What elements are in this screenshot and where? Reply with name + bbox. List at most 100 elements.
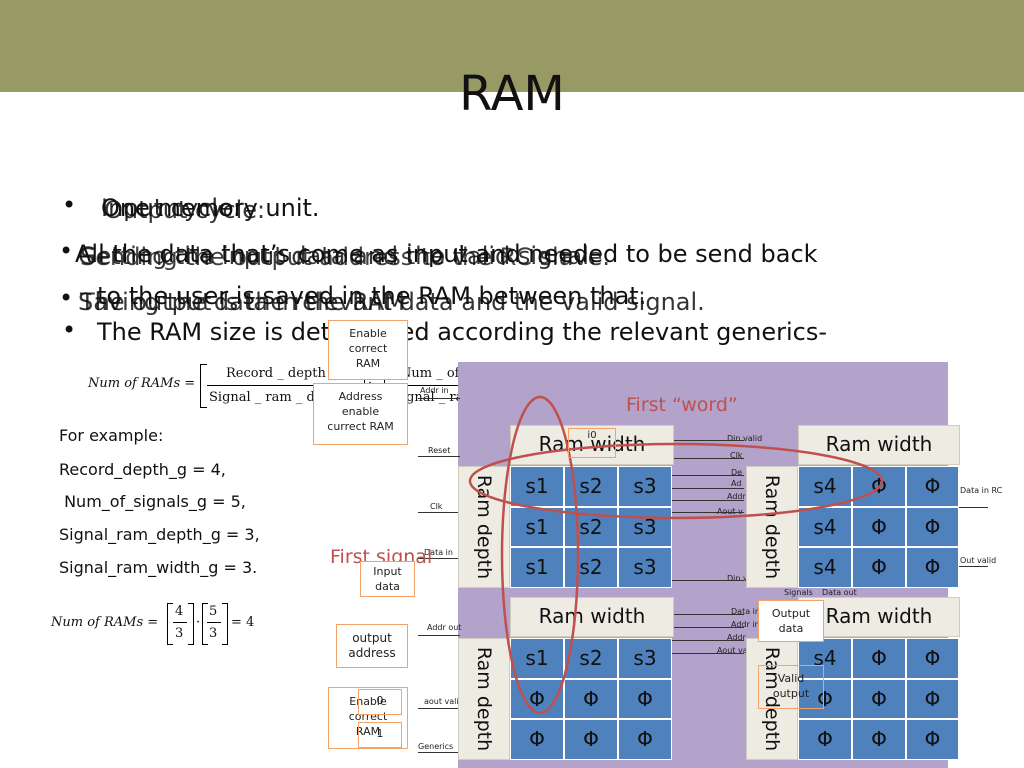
- callout-valid-output: Valid output: [758, 665, 824, 709]
- callout-output-data: Output data: [758, 600, 824, 642]
- bullet-text-output-relevant: The output is the relevant data and the …: [80, 288, 705, 316]
- bullet-text-saved-in-ram: to the user is saved in the RAM between …: [97, 282, 647, 310]
- signal-addr-mid2-label: Addr: [727, 633, 746, 642]
- callout-enable-currect-ram-text: enable currect RAM: [327, 405, 394, 433]
- wire-generics: [418, 752, 460, 753]
- ram2-cell-r0c2: Φ: [906, 466, 959, 507]
- callout-output-data-text: Output data: [771, 607, 811, 635]
- ram4-cell-r2c1: Φ: [852, 719, 906, 760]
- wire-addr-in: [418, 398, 460, 399]
- slide-title: RAM: [459, 66, 565, 122]
- ram3-cell-r2c2: Φ: [618, 719, 672, 760]
- formula1-num1: Record _ depth _ g: [226, 366, 349, 381]
- wire-out-valid: [948, 566, 988, 567]
- formula1-fraction-bar-1: [207, 385, 357, 386]
- signal-addr-in-mid-label: Addr in: [731, 620, 760, 629]
- formula2-ceil-right-2: [222, 603, 228, 645]
- formula2-ceil-left-1: [167, 603, 173, 645]
- bullet-text-memory-unit: One memory unit.: [101, 194, 320, 222]
- bullet-dot-3: •: [59, 284, 74, 312]
- formula1-ceil-left-1: [200, 364, 207, 408]
- bullet-dot-4: •: [62, 316, 77, 344]
- formula2-den1: 3: [175, 626, 184, 641]
- callout-small-i0-text: i0: [587, 430, 597, 441]
- callout-small-1-box: 1: [358, 722, 402, 748]
- ram4-cell-r0c0: s4: [798, 638, 852, 679]
- callout-small-i0-box: i0: [568, 428, 616, 458]
- signal-generics-label: Generics: [418, 742, 454, 751]
- ram3-cell-r2c1: Φ: [564, 719, 618, 760]
- signal-signals-label: Signals: [784, 588, 813, 597]
- callout-small-1-text: 1: [376, 727, 384, 740]
- wire-data-rc: [948, 507, 988, 508]
- bus-line-6: [672, 512, 744, 513]
- example-line-2: Num_of_signals_g = 5,: [59, 492, 246, 511]
- bus-line-5: [672, 500, 744, 501]
- callout-input-data: Input data: [360, 561, 415, 597]
- signal-data-in-rc-label: Data in RC: [960, 486, 1003, 495]
- bus-line-1: [672, 440, 744, 441]
- ram1-cell-r2c2: s3: [618, 547, 672, 588]
- wire-reset: [418, 456, 460, 457]
- signal-out-valid-label: Out valid: [960, 556, 997, 565]
- callout-address-text: Address: [338, 390, 383, 403]
- signal-aout-v-label: Aout v: [717, 507, 743, 516]
- ram1-cell-r2c1: s2: [564, 547, 618, 588]
- signal-din-v-label: Din v: [727, 574, 748, 583]
- ram1-cell-r1c1: s2: [564, 507, 618, 547]
- ram3-side: Ram depth: [458, 638, 510, 760]
- formula2-num2: 5: [209, 604, 218, 619]
- example-line-3: Signal_ram_depth_g = 3,: [59, 525, 260, 544]
- ram1-cell-r0c2: s3: [618, 466, 672, 507]
- ram4-cell-r1c0: Φ: [798, 679, 852, 719]
- signal-aout-valid-label: aout valid: [424, 697, 464, 706]
- ram2-cell-r1c1: Φ: [852, 507, 906, 547]
- ram1-cell-r0c0: s1: [510, 466, 564, 507]
- signal-ad-label: Ad: [731, 479, 742, 488]
- ram2-cell-r2c1: Φ: [852, 547, 906, 588]
- ram3-header: Ram width: [510, 597, 674, 637]
- ram1-cell-r1c2: s3: [618, 507, 672, 547]
- formula2-den2: 3: [209, 626, 218, 641]
- example-line-1: Record_depth_g = 4,: [59, 460, 226, 479]
- ram2-cell-r2c0: s4: [798, 547, 852, 588]
- title-band: [0, 0, 1024, 92]
- ram3-cell-r0c1: s2: [564, 638, 618, 679]
- signal-clk-label: Clk: [430, 502, 443, 511]
- formula2-result: = 4: [231, 615, 255, 630]
- callout-output-address: output address: [336, 624, 408, 668]
- wire-data-in: [418, 558, 460, 559]
- wire-clk: [418, 512, 460, 513]
- bullet-text-saving-data: Saving the data in the RAM: [78, 288, 405, 316]
- example-line-4: Signal_ram_width_g = 3.: [59, 558, 258, 577]
- formula2-fraction-bar-1: [173, 622, 187, 623]
- bullet-text-sending-output: Sending the output address to the RC sla…: [80, 243, 610, 271]
- callout-valid-output-text: Valid output: [772, 672, 810, 700]
- ram2-header: Ram width: [798, 425, 960, 465]
- formula2-fraction-bar-2: [207, 622, 221, 623]
- callout-input-data-text: Input data: [373, 565, 402, 593]
- ram3-cell-r1c1: Φ: [564, 679, 618, 719]
- wire-addr-out: [418, 635, 460, 636]
- ram2-cell-r1c2: Φ: [906, 507, 959, 547]
- ram2-cell-r2c2: Φ: [906, 547, 959, 588]
- bullet-dot-2: •: [59, 237, 74, 265]
- signal-data-in-mid-label: Data in: [731, 607, 760, 616]
- ram3-cell-r2c0: Φ: [510, 719, 564, 760]
- example-header: For example:: [59, 426, 164, 445]
- ram4-side: Ram depth: [746, 638, 798, 760]
- formula2-num1: 4: [175, 604, 184, 619]
- ram2-cell-r1c0: s4: [798, 507, 852, 547]
- bullet-dot-1: •: [62, 191, 77, 219]
- callout-small-0-text: 0: [376, 694, 384, 707]
- bus-line-3: [672, 475, 744, 476]
- signal-data-in-label: Data in: [424, 548, 453, 557]
- signal-clk-mid-label: Clk: [730, 451, 743, 460]
- callout-address-enable: Address enable currect RAM: [313, 383, 408, 445]
- bullet-text-getting-input: Getting the input data and the valid sig…: [78, 242, 597, 270]
- first-signal-ellipse: [500, 395, 580, 715]
- ram4-cell-r1c1: Φ: [852, 679, 906, 719]
- bus-line-7: [672, 580, 744, 581]
- bus-line-2: [672, 458, 744, 459]
